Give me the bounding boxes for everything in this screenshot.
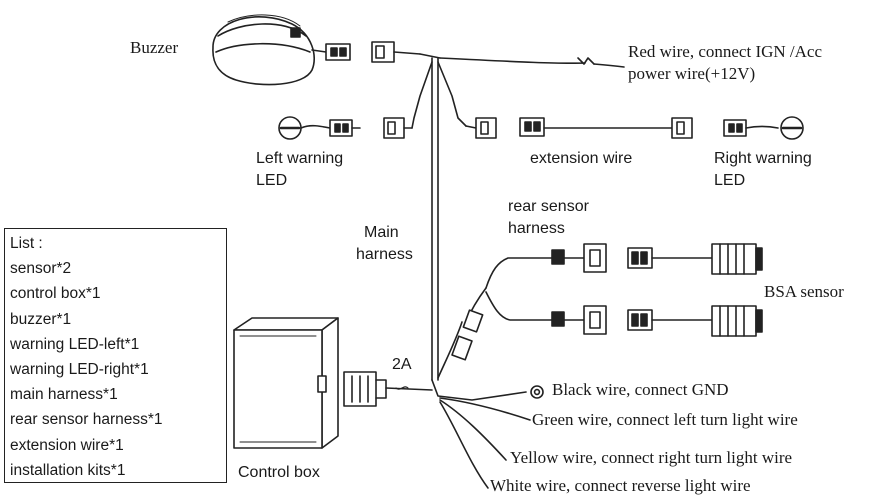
rear-harness-label-line2: harness (508, 220, 565, 237)
parts-list: List : sensor*2 control box*1 buzzer*1 w… (4, 228, 227, 483)
bsa-sensor-upper-icon (583, 243, 763, 275)
control-box-label: Control box (238, 464, 320, 481)
right-led-label-line1: Right warning (714, 150, 812, 167)
fuse-label: 2A (392, 356, 412, 373)
left-led-label-line2: LED (256, 172, 288, 189)
main-harness-label-line1: Main (364, 224, 399, 241)
parts-list-item: rear sensor harness*1 (10, 411, 163, 429)
red-wire-label-line1: Red wire, connect IGN /Acc (628, 42, 823, 61)
main-harness-wire (411, 57, 467, 381)
left-led-plug-icon (329, 119, 361, 137)
extension-wire-label: extension wire (530, 150, 633, 167)
buzzer-icon (212, 14, 327, 86)
buzzer-label: Buzzer (130, 38, 179, 57)
red-wire-label-line2: power wire(+12V) (628, 64, 756, 83)
buzzer-plug-icon (325, 43, 351, 61)
control-box-icon (233, 317, 339, 449)
right-socket-icon (465, 117, 497, 139)
parts-list-item: warning LED-left*1 (10, 335, 140, 353)
main-harness-label-line2: harness (356, 246, 413, 263)
white-wire-label: White wire, connect reverse light wire (490, 476, 751, 495)
parts-list-item: warning LED-right*1 (10, 361, 149, 379)
bsa-sensor-label: BSA sensor (764, 282, 844, 301)
control-box-connector-icon (343, 371, 433, 407)
green-wire-label: Green wire, connect left turn light wire (532, 410, 798, 429)
black-wire-label: Black wire, connect GND (552, 380, 729, 399)
parts-list-item: main harness*1 (10, 386, 118, 404)
signal-wires (395, 379, 544, 489)
buzzer-socket-icon (371, 41, 421, 63)
left-led-icon (278, 116, 331, 140)
red-wire (419, 53, 625, 68)
bsa-sensor-lower-icon (583, 305, 763, 337)
right-led-label-line2: LED (714, 172, 746, 189)
parts-list-title: List : (10, 235, 43, 252)
parts-list-item: installation kits*1 (10, 461, 126, 479)
parts-list-item: extension wire*1 (10, 436, 124, 454)
parts-list-item: buzzer*1 (10, 310, 72, 328)
extension-wire (519, 117, 693, 139)
yellow-wire-label: Yellow wire, connect right turn light wi… (510, 448, 793, 467)
right-led-icon (723, 116, 804, 140)
parts-list-item: control box*1 (10, 285, 101, 303)
left-led-label-line1: Left warning (256, 150, 344, 167)
rear-sensor-harness (437, 249, 585, 379)
left-led-socket-icon (383, 117, 413, 139)
parts-list-item: sensor*2 (10, 260, 72, 278)
rear-harness-label-line1: rear sensor (508, 198, 589, 215)
